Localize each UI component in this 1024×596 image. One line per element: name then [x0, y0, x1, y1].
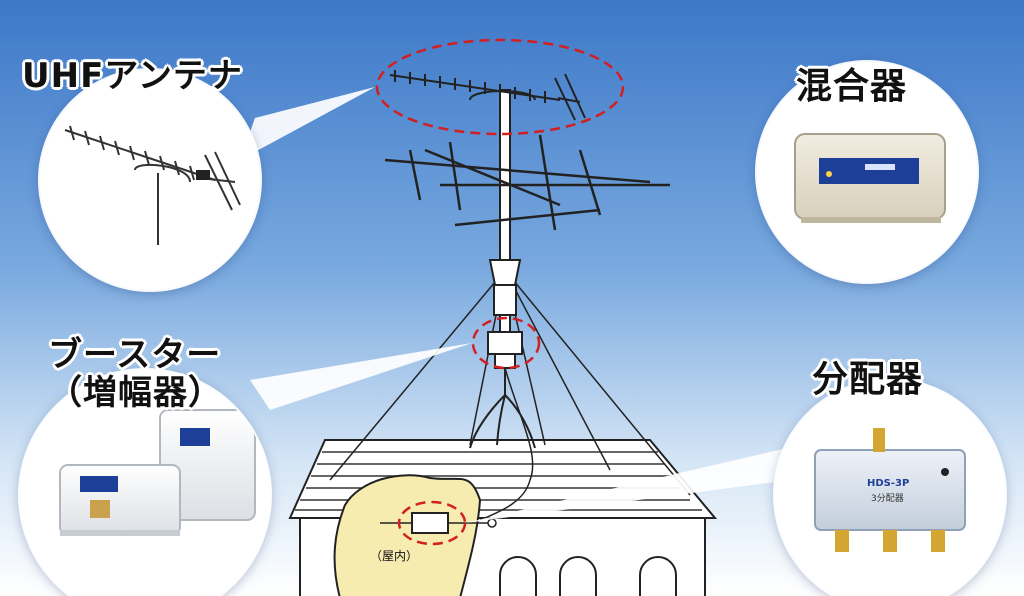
highlight-uhf-antenna — [375, 38, 625, 136]
uhf-antenna-icon — [64, 125, 241, 245]
beam-splitter — [465, 445, 800, 523]
vhf-antennas — [384, 134, 670, 231]
splitter-type-text: 3分配器 — [871, 494, 904, 504]
indoor-label: （屋内） — [370, 549, 419, 563]
mixer-label: 混合器 — [796, 66, 908, 107]
booster-label-line1: ブースター — [48, 335, 222, 375]
uhf-antenna-callout — [40, 70, 260, 290]
splitter-label: 分配器 — [812, 359, 924, 400]
beam-booster — [250, 343, 472, 410]
mixer-callout — [757, 62, 977, 282]
splitter-device-icon — [814, 428, 966, 552]
windows — [499, 556, 677, 596]
uhf-antenna-label: UHFアンテナ — [22, 56, 243, 96]
booster-callout — [20, 370, 270, 596]
mast-base — [469, 368, 536, 449]
booster-label-line2: （増幅器） — [48, 373, 223, 413]
callout-beams — [240, 87, 800, 523]
beam-uhf — [240, 87, 375, 160]
booster-device-icon — [59, 409, 256, 536]
mast-bracket — [488, 259, 522, 316]
highlight-booster — [471, 316, 541, 370]
roof-uhf-antenna — [389, 70, 586, 121]
coax-cable — [479, 367, 534, 521]
mixer-device-icon — [794, 133, 946, 223]
indoor-splitter-box — [411, 512, 449, 534]
splitter-callout: HDS-3P 3分配器 — [775, 380, 1005, 596]
booster-base — [494, 353, 516, 369]
splitter-model-text: HDS-3P — [867, 478, 910, 489]
booster-on-mast — [487, 331, 523, 355]
